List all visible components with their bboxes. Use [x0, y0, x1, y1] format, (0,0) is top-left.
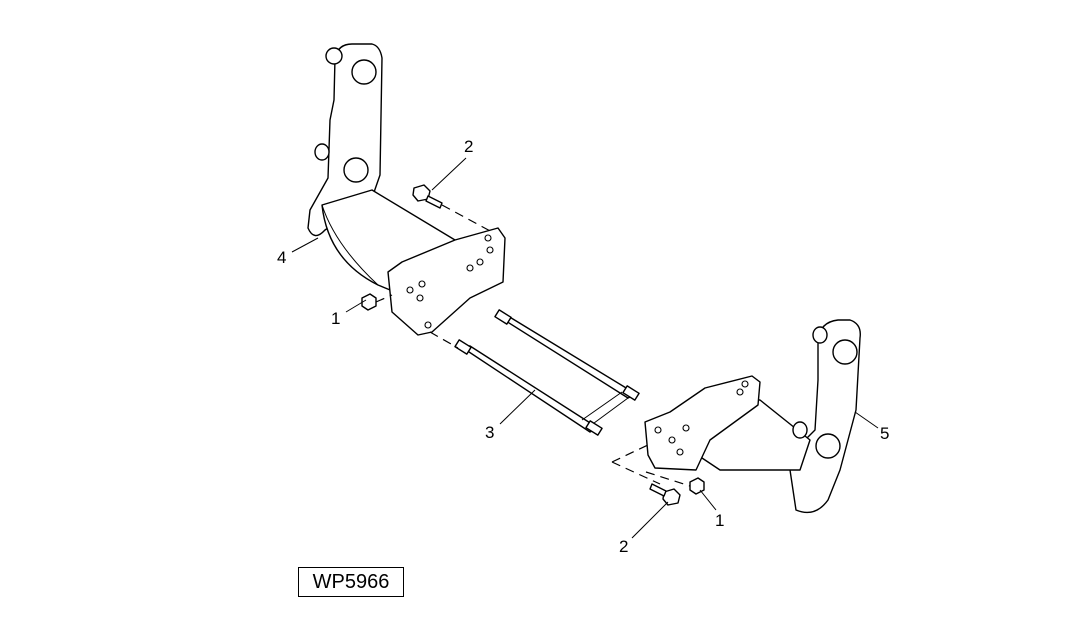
callout-rods: 3 — [485, 423, 495, 442]
callout-right-bracket: 5 — [880, 424, 890, 443]
spacer-rods — [454, 309, 640, 436]
left-bracket — [307, 43, 506, 336]
leader-lines — [291, 157, 879, 539]
callout-bolt-bottom: 2 — [619, 537, 629, 556]
figure-id-label: WP5966 — [298, 567, 404, 597]
callout-left-bracket: 4 — [277, 248, 287, 267]
right-bracket — [644, 319, 861, 514]
callout-nut-left: 1 — [331, 309, 341, 328]
callout-bolt-top: 2 — [464, 137, 474, 156]
callout-nut-right: 1 — [715, 511, 725, 530]
assembly-lines — [375, 204, 691, 487]
